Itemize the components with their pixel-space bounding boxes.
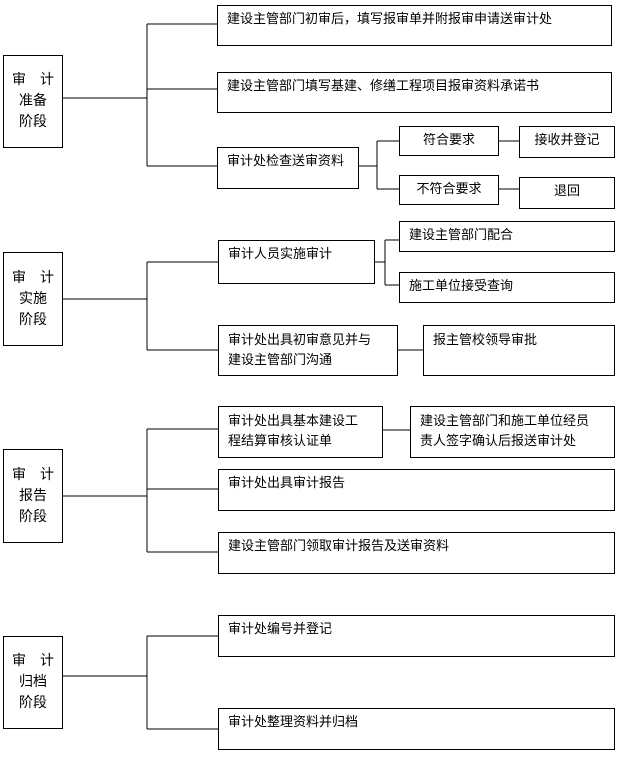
phase-archive: 审 计 归档 阶段 (3, 636, 63, 729)
step-label: 建设主管部门领取审计报告及送审资料 (228, 539, 450, 554)
condition-label: 不符合要求 (416, 182, 482, 197)
phase-label-line: 阶段 (19, 695, 47, 711)
result-label: 接收并登记 (534, 133, 600, 148)
parallel-dept-cooperate: 建设主管部门配合 (399, 221, 615, 252)
condition-label: 符合要求 (422, 133, 475, 148)
result-label: 退回 (553, 184, 580, 199)
phase-report: 审 计 报告 阶段 (3, 449, 63, 543)
step-label: 建设主管部门初审后，填写报审单并附报审申请送审计处 (227, 12, 553, 27)
phase-implementation: 审 计 实施 阶段 (3, 252, 63, 346)
step-label: 建设主管部门配合 (409, 228, 514, 243)
step-label: 审计处检查送审资料 (227, 154, 345, 169)
phase-label-line: 报告 (19, 487, 47, 504)
phase-label-line: 审 计 (12, 653, 54, 669)
step-label: 报主管校领导审批 (433, 333, 538, 348)
step-fill-commitment-letter: 建设主管部门填写基建、修缮工程项目报审资料承诺书 (217, 72, 612, 113)
step-label: 施工单位接受查询 (409, 279, 514, 294)
phase-label-line: 准备 (19, 93, 47, 109)
step-preliminary-opinion: 审计处出具初审意见并与 建设主管部门沟通 (218, 325, 398, 376)
phase-preparation: 审 计 准备 阶段 (3, 55, 63, 148)
parallel-contractor-inquiry: 施工单位接受查询 (399, 272, 615, 303)
step-label: 审计处出具审计报告 (228, 476, 346, 491)
phase-label-line: 审 计 (12, 269, 54, 286)
phase-label-line: 阶段 (19, 311, 47, 328)
phase-label-line: 归档 (19, 674, 47, 690)
result-return: 退回 (519, 177, 615, 209)
phase-label-line: 实施 (19, 290, 47, 307)
step-organize-archive: 审计处整理资料并归档 (218, 708, 615, 750)
step-label-line: 建设主管部门沟通 (228, 353, 333, 368)
step-collect-report: 建设主管部门领取审计报告及送审资料 (218, 532, 615, 574)
step-label-line: 审计处出具初审意见并与 (228, 333, 372, 348)
step-label-line: 审计处出具基本建设工 (228, 414, 359, 429)
step-conduct-audit: 审计人员实施审计 (218, 240, 375, 284)
branch-not-meet-requirements: 不符合要求 (399, 175, 499, 205)
step-submit-audit-request: 建设主管部门初审后，填写报审单并附报审申请送审计处 (217, 5, 612, 46)
step-label: 审计处整理资料并归档 (228, 715, 359, 730)
step-label: 建设主管部门填写基建、修缮工程项目报审资料承诺书 (227, 79, 540, 94)
phase-label-line: 阶段 (19, 508, 47, 525)
step-number-register: 审计处编号并登记 (218, 615, 615, 657)
branch-meets-requirements: 符合要求 (399, 126, 499, 156)
step-settlement-certificate: 审计处出具基本建设工 程结算审核认证单 (218, 406, 383, 458)
step-label: 审计处编号并登记 (228, 622, 333, 637)
step-label-line: 程结算审核认证单 (228, 434, 333, 449)
step-check-materials: 审计处检查送审资料 (217, 147, 359, 189)
step-label-line: 建设主管部门和施工单位经员 (420, 414, 590, 429)
step-leader-approval: 报主管校领导审批 (423, 325, 615, 376)
step-issue-audit-report: 审计处出具审计报告 (218, 469, 615, 511)
phase-label-line: 审 计 (12, 72, 54, 88)
step-sign-confirmation: 建设主管部门和施工单位经员 责人签字确认后报送审计处 (410, 406, 615, 458)
step-label-line: 责人签字确认后报送审计处 (420, 434, 577, 449)
phase-label-line: 审 计 (12, 466, 54, 483)
phase-label-line: 阶段 (19, 114, 47, 130)
result-accept-register: 接收并登记 (519, 126, 615, 158)
step-label: 审计人员实施审计 (228, 247, 333, 262)
